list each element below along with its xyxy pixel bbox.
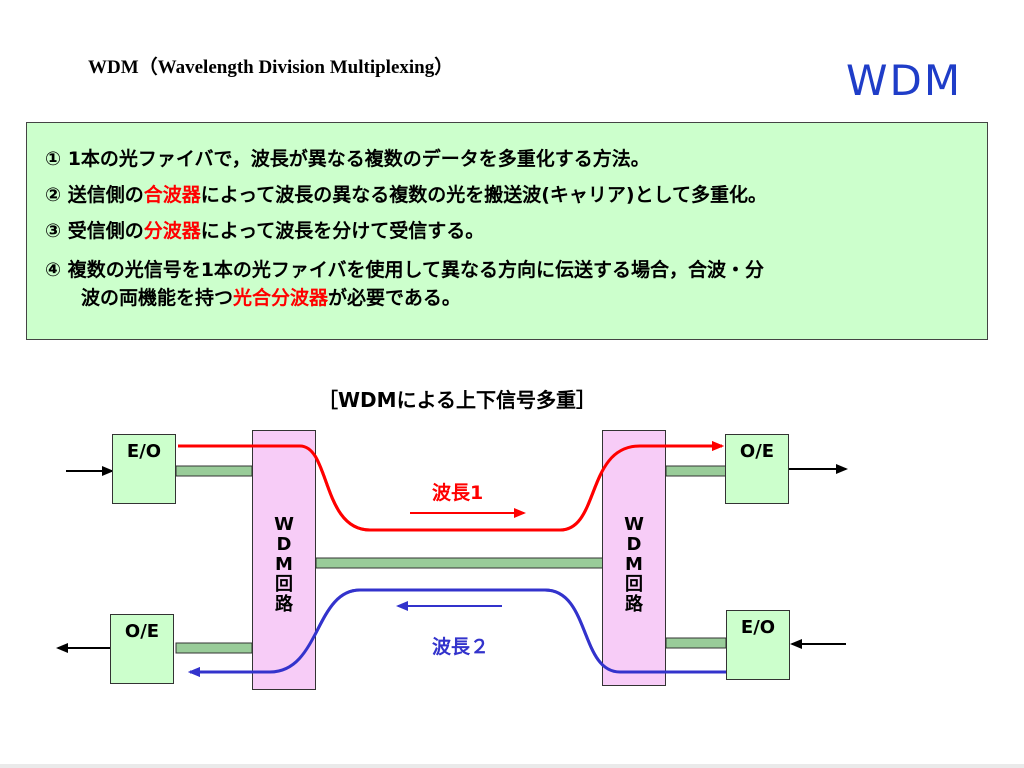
mux-demux-term: 光合分波器	[233, 287, 329, 309]
oe-box-left: O/E	[110, 614, 174, 684]
point-4-post: が必要である。	[328, 287, 461, 309]
wdm-circuit-right-label: W D M 回 路	[624, 514, 644, 615]
multiplexer-term: 合波器	[143, 184, 201, 206]
explanation-box: ① 1本の光ファイバで，波長が異なる複数のデータを多重化する方法。 ② 送信側の…	[26, 122, 988, 340]
point-4-pre: 波の両機能を持つ	[81, 287, 234, 309]
demultiplexer-term: 分波器	[143, 220, 201, 242]
point-4-line2: 波の両機能を持つ光合分波器が必要である。	[81, 286, 461, 310]
wavelength1-path-over	[178, 441, 724, 532]
wdm-circuit-right: W D M 回 路	[602, 430, 666, 686]
slide-title: WDM（Wavelength Division Multiplexing）	[88, 57, 454, 78]
wavelength2-path-over	[188, 588, 726, 677]
point-3-post: によって波長を分けて受信する。	[200, 220, 485, 242]
wavelength2-label: 波長２	[432, 636, 490, 658]
point-2: ② 送信側の合波器によって波長の異なる複数の光を搬送波(キャリア)として多重化。	[45, 183, 767, 207]
diagram-title: ［WDMによる上下信号多重］	[318, 388, 596, 412]
footer-bar	[0, 764, 1024, 768]
point-3-pre: ③ 受信側の	[45, 220, 144, 242]
oe-box-right: O/E	[725, 434, 789, 504]
point-2-pre: ② 送信側の	[45, 184, 144, 206]
eo-box-right: E/O	[726, 610, 790, 680]
wdm-logo-heading: WDM	[846, 56, 963, 105]
point-1: ① 1本の光ファイバで，波長が異なる複数のデータを多重化する方法。	[45, 148, 650, 170]
wavelength1-label: 波長1	[432, 482, 484, 504]
point-3: ③ 受信側の分波器によって波長を分けて受信する。	[45, 219, 484, 243]
eo-box-left: E/O	[112, 434, 176, 504]
point-4-line1: ④ 複数の光信号を1本の光ファイバを使用して異なる方向に伝送する場合，合波・分	[45, 259, 764, 281]
point-2-post: によって波長の異なる複数の光を搬送波(キャリア)として多重化。	[200, 184, 767, 206]
wdm-circuit-left: W D M 回 路	[252, 430, 316, 690]
wdm-circuit-left-label: W D M 回 路	[274, 514, 294, 615]
